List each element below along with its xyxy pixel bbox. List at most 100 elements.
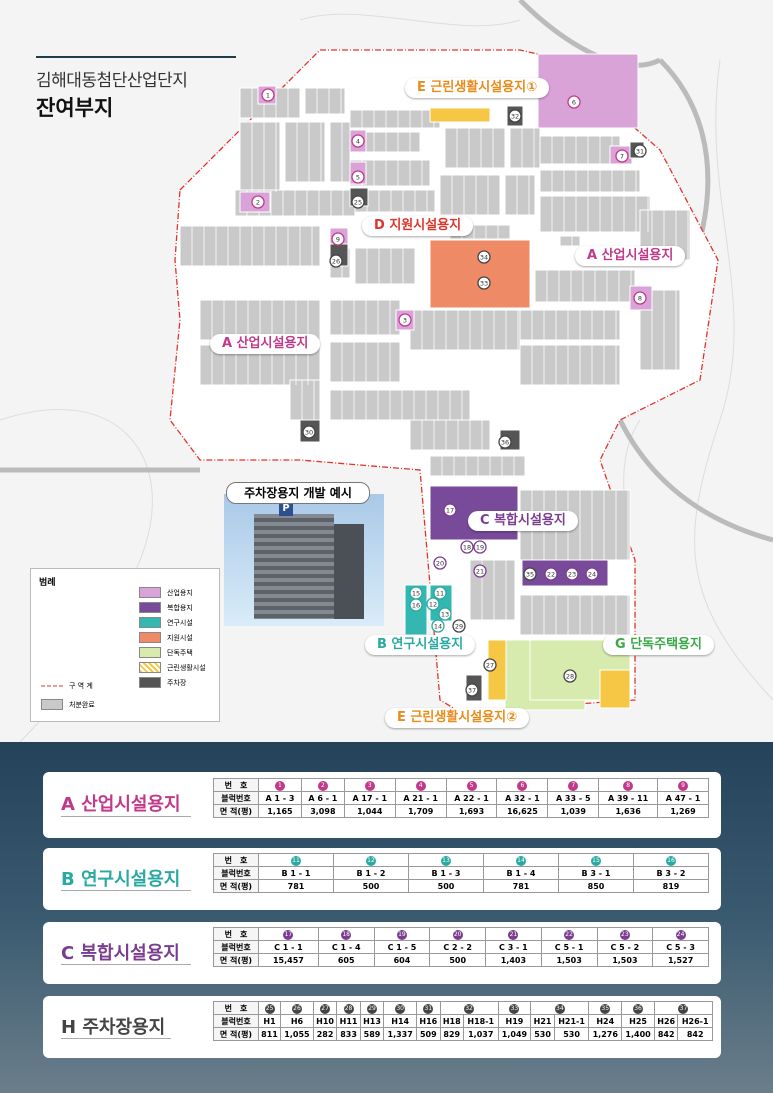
lot-marker-5: 5 [351,170,365,184]
lot-number-cell: 14 [483,853,559,867]
lot-number-badge: 11 [291,855,301,866]
lot-number-cell: 12 [333,853,409,867]
sold-block [349,109,441,129]
lot-marker-3: 3 [398,313,412,327]
legend-swatch [139,677,161,688]
title-underline [61,1038,171,1039]
lot-number-cell: 7 [547,778,600,792]
lot-marker-label: 13 [441,611,449,619]
block-cell: H18-1 [463,1014,499,1028]
legend-item: 지원시설 [139,632,193,643]
legend-item-label: 연구시설 [167,618,193,627]
block-cell: H21 [530,1014,555,1028]
sold-block [304,87,346,115]
lot-number-cell: 21 [485,927,542,941]
area-cell: 1,709 [394,804,447,818]
area-cell: 1,527 [652,953,709,967]
legend-item: 주차장 [139,677,186,688]
lot-number-badge: 24 [675,929,686,940]
lot-marker-label: 17 [446,507,454,515]
lot-marker-label: 9 [336,236,340,244]
lot-number-cell: 33 [497,1001,532,1015]
lot-marker-32: 32 [508,109,522,123]
sold-block [519,594,631,636]
area-cell: 829 [439,1027,465,1041]
sold-block [444,127,506,169]
legend-boundary: 구 역 계 [41,681,93,691]
lot-marker-label: 3 [403,317,407,325]
legend-swatch [139,632,161,643]
sold-block [534,269,636,303]
block-cell: H6 [280,1014,314,1028]
lot-marker-label: 31 [636,148,644,156]
legend-boundary-label: 구 역 계 [69,682,93,690]
zone-label-b: B 연구시설용지 [365,635,476,655]
block-cell: H14 [383,1014,418,1028]
area-cell: 842 [653,1027,679,1041]
block-cell: H24 [588,1014,623,1028]
lot-marker-26: 26 [329,254,343,268]
block-cell: A 21 - 1 [394,791,447,805]
lot-marker-label: 30 [305,429,313,437]
block-cell: H25 [621,1014,655,1028]
block-cell: B 1 - 2 [333,866,409,880]
area-cell: 833 [336,1027,361,1041]
area-cell: 15,457 [258,953,319,967]
table-a-title: A 산업시설용지 [61,794,181,815]
block-cell: H13 [359,1014,385,1028]
lot-number-cell: 16 [633,853,709,867]
sold-block [239,121,281,193]
block-cell: C 1 - 1 [258,940,319,954]
zone-label-e1: E 근린생활시설용지① [405,78,550,98]
legend-item-label: 산업용지 [167,588,193,597]
lot-number-badge: 25 [264,1003,275,1014]
lot-number-cell: 17 [258,927,319,941]
block-cell: A 17 - 1 [343,791,396,805]
row-label-block: 블럭번호 [213,866,259,880]
lot-marker-label: 12 [429,601,437,609]
sold-block [539,135,621,165]
lot-number-cell: 29 [359,1001,385,1015]
lot-marker-2: 2 [251,195,265,209]
lot-number-cell: 31 [416,1001,441,1015]
lot-number-cell: 2 [300,778,345,792]
block-cell: C 1 - 5 [373,940,431,954]
lot-marker-label: 26 [332,258,340,266]
lot-number-badge: 35 [600,1003,611,1014]
legend-swatch [139,617,161,628]
lot-number-cell: 30 [383,1001,418,1015]
lot-number-cell: 3 [343,778,396,792]
lot-marker-label: 34 [480,254,488,262]
area-cell: 604 [373,953,431,967]
lot-marker-label: 1 [266,92,270,100]
lot-number-badge: 15 [591,855,601,866]
lot-number-cell: 23 [596,927,654,941]
zone-label-d: D 지원시설용지 [362,216,474,236]
legend-item-label: 근린생활시설 [167,663,206,672]
area-cell: 16,625 [496,804,549,818]
lot-marker-label: 23 [568,571,576,579]
lot-marker-label: 25 [354,199,362,207]
area-cell: 819 [633,879,709,893]
lot-number-cell: 5 [445,778,498,792]
lot-marker-label: 21 [476,568,484,576]
lot-number-badge: 5 [466,780,477,791]
lot-marker-30: 30 [302,425,316,439]
lot-number-cell: 15 [558,853,634,867]
legend-item: 산업용지 [139,587,193,598]
block-cell: A 32 - 1 [496,791,549,805]
lot-marker-label: 37 [468,687,476,695]
lot-number-badge: 9 [678,780,689,791]
lot-marker-label: 35 [526,571,534,579]
area-cell: 1,049 [497,1027,532,1041]
lot-marker-36: 36 [498,435,512,449]
block-cell: C 5 - 1 [540,940,598,954]
legend-item-label: 주차장 [167,678,187,687]
legend-item: 복합용지 [139,602,193,613]
block-cell: H10 [312,1014,338,1028]
